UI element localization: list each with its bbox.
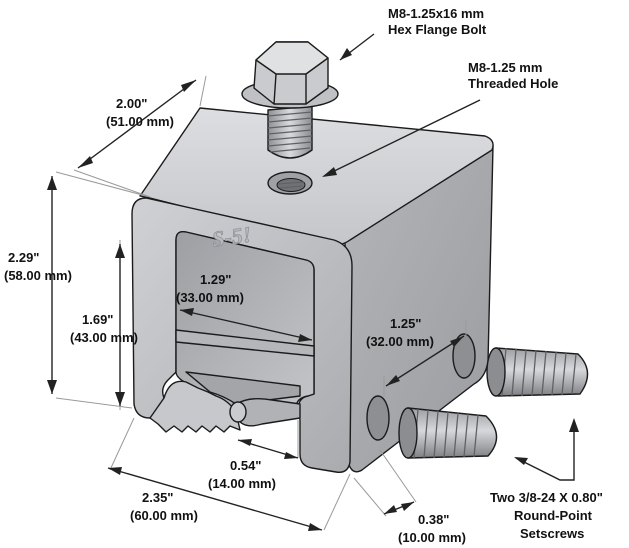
clamp-serrated-jaw <box>149 380 241 433</box>
hole-spec-label: M8-1.25 mm <box>468 60 542 75</box>
depth-mm-label: (51.00 mm) <box>106 114 174 129</box>
depth-in-label: 2.00" <box>116 96 147 111</box>
setscrew-upper <box>486 347 589 397</box>
hole-name-label: Threaded Hole <box>468 76 558 91</box>
clamp-rail <box>175 329 315 357</box>
edge-mm-label: (10.00 mm) <box>398 530 466 545</box>
height-mm-label: (58.00 mm) <box>4 268 72 283</box>
edge-in-label: 0.38" <box>418 512 449 527</box>
slot-in-label: 0.54" <box>230 458 261 473</box>
setscrew-spacing-mm-label: (32.00 mm) <box>366 334 434 349</box>
inner-height-mm-label: (43.00 mm) <box>70 330 138 345</box>
setscrew-line1-label: Two 3/8-24 X 0.80" <box>490 490 603 505</box>
setscrew-spacing-in-label: 1.25" <box>390 316 421 331</box>
setscrew-line3-label: Setscrews <box>520 526 584 541</box>
inner-width-in-label: 1.29" <box>200 272 231 287</box>
callout-arrows <box>322 33 579 481</box>
clamp-jaw-bead <box>229 401 247 423</box>
width-mm-label: (60.00 mm) <box>130 508 198 523</box>
threaded-hole-inner <box>276 178 306 192</box>
s5-logo: S-5! <box>211 221 253 251</box>
setscrew-line2-label: Round-Point <box>514 508 593 523</box>
setscrew-lower <box>398 407 498 459</box>
setscrew-hole-upper <box>452 333 476 379</box>
hex-flange-bolt <box>241 41 339 159</box>
dimension-lines <box>47 79 465 531</box>
setscrew-hole-lower <box>366 395 390 441</box>
width-in-label: 2.35" <box>142 490 173 505</box>
inner-width-mm-label: (33.00 mm) <box>176 290 244 305</box>
inner-height-in-label: 1.69" <box>82 312 113 327</box>
bolt-name-label: Hex Flange Bolt <box>388 22 487 37</box>
height-in-label: 2.29" <box>8 250 39 265</box>
hole-threads <box>277 181 305 189</box>
bolt-spec-label: M8-1.25x16 mm <box>388 6 484 21</box>
clamp-rail-shadow <box>185 371 301 405</box>
slot-mm-label: (14.00 mm) <box>208 476 276 491</box>
